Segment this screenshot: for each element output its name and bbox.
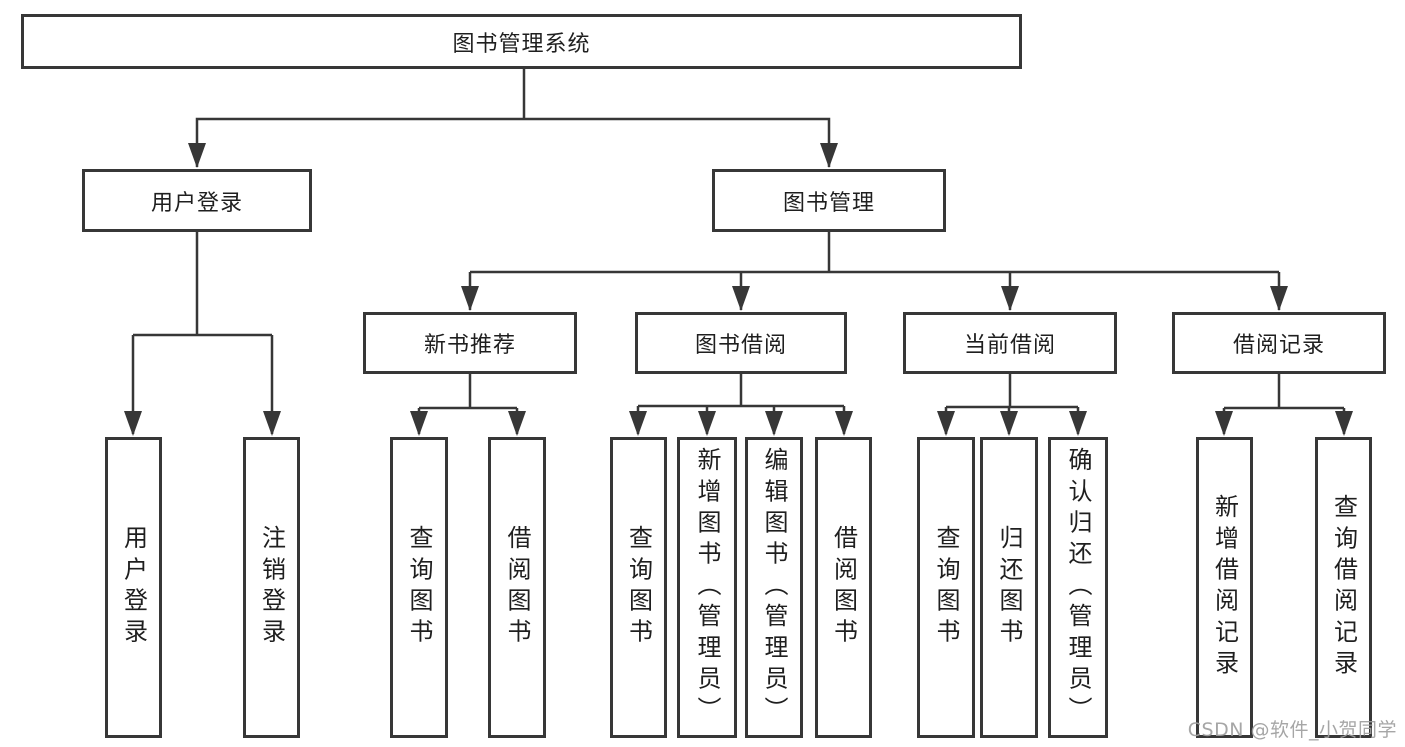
node-new-book-recommend-label: 新书推荐 [423,333,516,358]
leaf-borrowing-borrow-books-label: 借阅图书 [829,525,858,650]
node-borrowing-records: 借阅记录 [1172,312,1386,374]
node-current-borrowing-label: 当前借阅 [963,333,1056,358]
leaf-records-add-record-label: 新增借阅记录 [1210,493,1239,682]
leaf-borrowing-add-books-admin: 新增图书（管理员） [677,437,737,738]
node-user-login: 用户登录 [82,169,312,232]
leaf-borrowing-borrow-books: 借阅图书 [815,437,872,738]
node-library-management-system: 图书管理系统 [21,14,1022,69]
leaf-current-confirm-return-admin: 确认归还（管理员） [1048,437,1108,738]
leaf-borrowing-edit-books-admin-label: 编辑图书（管理员） [760,447,788,728]
leaf-logout: 注销登录 [243,437,300,738]
leaf-recommend-borrow-books-label: 借阅图书 [503,525,531,650]
node-book-borrowing: 图书借阅 [635,312,847,374]
node-user-login-label: 用户登录 [150,190,243,216]
csdn-watermark: CSDN @软件_小贺同学 [1187,719,1397,741]
leaf-borrowing-add-books-admin-label: 新增图书（管理员） [693,447,721,728]
leaf-recommend-query-books: 查询图书 [390,437,448,738]
leaf-current-return-books-label: 归还图书 [995,525,1023,650]
leaf-borrowing-edit-books-admin: 编辑图书（管理员） [745,437,803,738]
leaf-logout-label: 注销登录 [257,525,286,650]
leaf-current-confirm-return-admin-label: 确认归还（管理员） [1064,447,1092,728]
leaf-user-login-label: 用户登录 [119,525,148,650]
node-new-book-recommend: 新书推荐 [363,312,577,374]
node-library-management-system-label: 图书管理系统 [452,31,591,57]
leaf-records-query-record-label: 查询借阅记录 [1329,493,1358,682]
leaf-current-return-books: 归还图书 [980,437,1038,738]
leaf-recommend-query-books-label: 查询图书 [405,525,433,650]
node-book-management: 图书管理 [712,169,946,232]
node-book-management-label: 图书管理 [782,190,875,216]
leaf-records-add-record: 新增借阅记录 [1196,437,1253,738]
node-borrowing-records-label: 借阅记录 [1232,333,1325,358]
node-current-borrowing: 当前借阅 [903,312,1117,374]
leaf-user-login: 用户登录 [105,437,162,738]
leaf-current-query-books: 查询图书 [917,437,975,738]
leaf-recommend-borrow-books: 借阅图书 [488,437,546,738]
leaf-current-query-books-label: 查询图书 [932,525,960,650]
leaf-borrowing-query-books-label: 查询图书 [624,525,653,650]
arrowhead-icons [124,143,1353,436]
node-book-borrowing-label: 图书借阅 [694,333,787,358]
leaf-borrowing-query-books: 查询图书 [610,437,667,738]
leaf-records-query-record: 查询借阅记录 [1315,437,1372,738]
